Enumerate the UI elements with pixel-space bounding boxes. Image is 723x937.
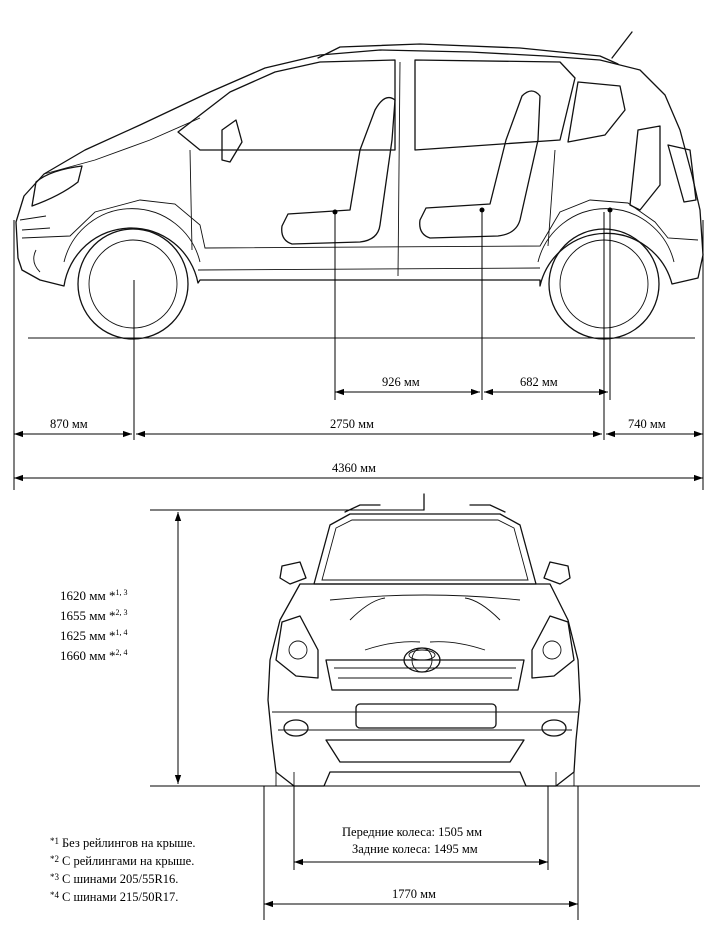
side-dimension-lines (13, 212, 704, 490)
side-rocker (197, 267, 541, 271)
front-body-outline (267, 583, 581, 787)
height-label-3: 1625 мм *1, 4 (60, 628, 128, 643)
windshield (313, 513, 537, 585)
quarter-window (567, 81, 626, 143)
label-4360: 4360 мм (332, 461, 376, 475)
front-roof-rails (344, 504, 506, 513)
front-bumper (272, 711, 578, 731)
front-left-mirror (279, 561, 307, 585)
roof-rail (317, 43, 619, 65)
front-seat (281, 96, 396, 245)
height-label-4: 1660 мм *2, 4 (60, 648, 128, 663)
label-926: 926 мм (382, 375, 420, 389)
label-track-front: Передние колеса: 1505 мм (342, 825, 482, 839)
label-track-rear: Задние колеса: 1495 мм (352, 842, 478, 856)
front-dimension-lines (150, 509, 700, 920)
label-2750: 2750 мм (330, 417, 374, 431)
side-view-car (15, 31, 704, 340)
label-870: 870 мм (50, 417, 88, 431)
side-body-outline (15, 49, 704, 287)
front-right-headlight (531, 615, 575, 679)
lower-intake (325, 739, 525, 763)
front-right-foglamp (541, 719, 567, 737)
front-wheel (77, 228, 189, 340)
side-headlight (31, 165, 83, 207)
front-view-car (267, 493, 581, 787)
third-seat (629, 125, 661, 211)
rear-seat (419, 90, 541, 239)
rear-side-window (414, 59, 576, 151)
label-740: 740 мм (628, 417, 666, 431)
side-mirror (221, 119, 243, 163)
side-taillight (667, 144, 697, 203)
front-dimension-labels: Передние колеса: 1505 мм Задние колеса: … (342, 825, 482, 901)
front-side-window (177, 59, 396, 151)
height-label-2: 1655 мм *2, 3 (60, 608, 128, 623)
label-682: 682 мм (520, 375, 558, 389)
side-sill-line (21, 199, 699, 249)
license-plate-area (355, 703, 497, 729)
front-right-mirror (543, 561, 571, 585)
antenna (611, 31, 633, 59)
front-grille (325, 659, 525, 691)
front-left-foglamp (283, 719, 309, 737)
side-dimension-labels: 926 мм 682 мм 870 мм 2750 мм 740 мм 4360… (50, 375, 666, 475)
door-lines (189, 61, 556, 277)
front-left-headlight (275, 615, 319, 679)
height-label-1: 1620 мм *1, 3 (60, 588, 128, 603)
label-width: 1770 мм (392, 887, 436, 901)
